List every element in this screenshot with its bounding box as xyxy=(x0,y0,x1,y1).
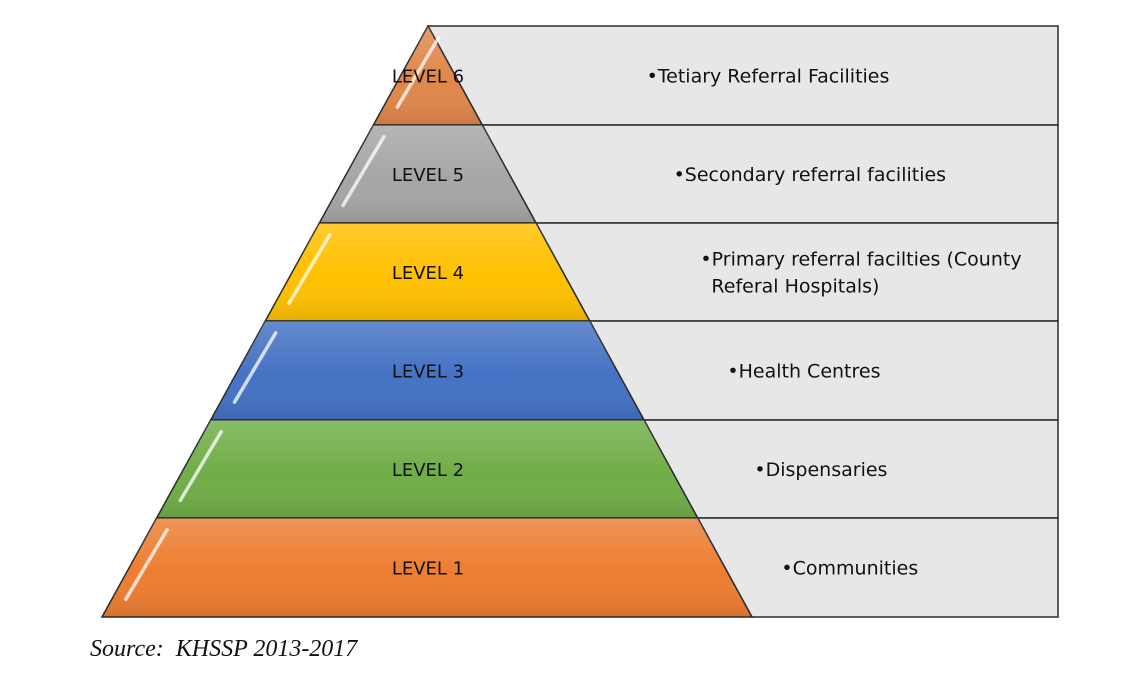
level-3-band-shading xyxy=(210,321,644,420)
level-5-band-shading xyxy=(319,125,536,223)
level-4-panel xyxy=(534,222,1059,322)
level-4-band-shading xyxy=(265,223,590,321)
level-6-description: •Tetiary Referral Facilities xyxy=(647,66,890,88)
level-6-label: LEVEL 6 xyxy=(392,67,464,88)
level-2-description: •Dispensaries xyxy=(754,459,887,481)
level-1-description: •Communities xyxy=(781,558,918,580)
level-4-highlight xyxy=(287,233,332,306)
level-4-description: Referal Hospitals) xyxy=(711,276,879,298)
source-caption: Source: KHSSP 2013-2017 xyxy=(90,636,358,662)
level-4-description: •Primary referral facilties (County xyxy=(700,249,1021,271)
level-3-label: LEVEL 3 xyxy=(392,362,464,383)
level-2-band-shading xyxy=(156,420,698,518)
level-4-label: LEVEL 4 xyxy=(392,263,464,284)
level-1-band-shading xyxy=(102,518,752,617)
level-1-label: LEVEL 1 xyxy=(392,559,464,580)
level-5-description: •Secondary referral facilities xyxy=(674,164,947,186)
level-3-description: •Health Centres xyxy=(727,361,880,383)
level-5-highlight xyxy=(341,135,386,208)
level-5-label: LEVEL 5 xyxy=(392,165,464,186)
level-2-highlight xyxy=(178,430,223,503)
level-3-highlight xyxy=(232,331,278,404)
level-6-highlight xyxy=(395,36,441,109)
level-1-highlight xyxy=(124,528,169,601)
level-2-label: LEVEL 2 xyxy=(392,460,464,481)
